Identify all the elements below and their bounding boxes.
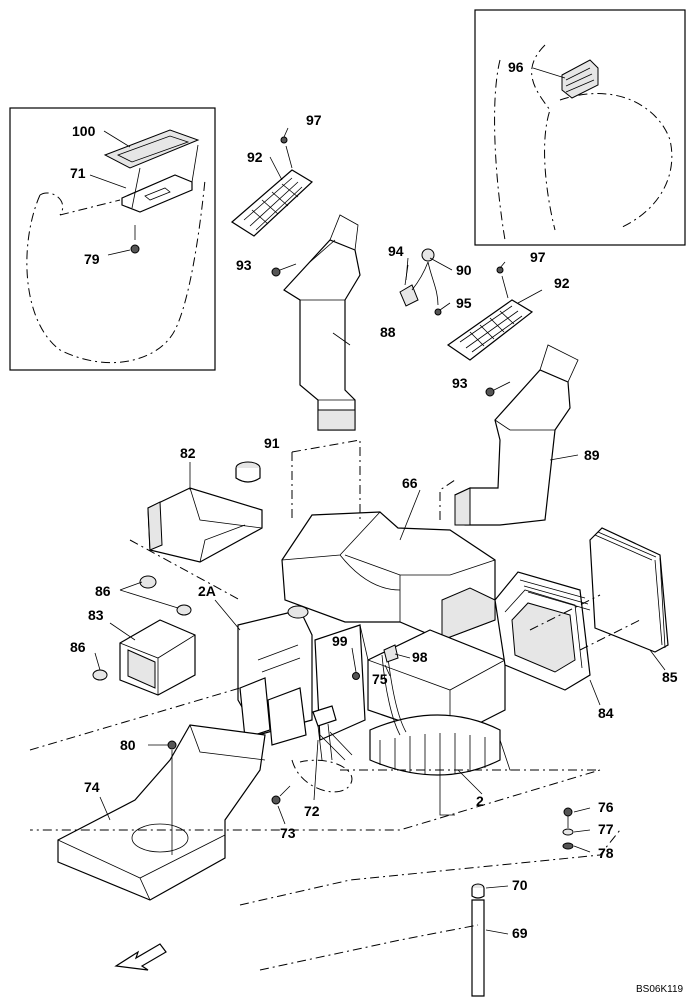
- label-74: 74: [84, 779, 100, 795]
- label-90: 90: [456, 262, 472, 278]
- screw-93-right: [485, 381, 511, 397]
- inset-left: [9, 107, 216, 371]
- label-97-right: 97: [530, 249, 546, 265]
- label-80: 80: [120, 737, 136, 753]
- nut-78: [562, 842, 574, 850]
- label-95: 95: [456, 295, 472, 311]
- main-duct-66: [281, 511, 496, 641]
- harness-94-90-95: [399, 248, 442, 316]
- label-88: 88: [380, 324, 396, 340]
- lamp-96: [561, 59, 599, 99]
- label-2A: 2A: [198, 583, 216, 599]
- screw-73: [271, 785, 291, 805]
- label-100: 100: [72, 123, 96, 139]
- label-73: 73: [280, 825, 296, 841]
- label-83: 83: [88, 607, 104, 623]
- vent-grille-92-left: [230, 136, 313, 237]
- screw-76: [563, 807, 573, 828]
- blower-unit-2: [314, 624, 520, 816]
- duct-82: [147, 487, 263, 563]
- label-66: 66: [402, 475, 418, 491]
- label-91: 91: [264, 435, 280, 451]
- label-92-left: 92: [247, 149, 263, 165]
- label-84: 84: [598, 705, 614, 721]
- label-96: 96: [508, 59, 524, 75]
- vent-grille-92-right: [446, 266, 534, 361]
- label-75: 75: [372, 671, 388, 687]
- label-77: 77: [598, 821, 614, 837]
- label-86-bottom: 86: [70, 639, 86, 655]
- label-85: 85: [662, 669, 678, 685]
- screw-99: [352, 672, 360, 680]
- label-89: 89: [584, 447, 600, 463]
- label-86-top: 86: [95, 583, 111, 599]
- assembly-lines: [29, 439, 641, 971]
- duct-88: [283, 214, 361, 431]
- pipes-72: [312, 705, 353, 761]
- label-2: 2: [476, 793, 484, 809]
- screw-79: [130, 225, 140, 254]
- knob-91: [235, 461, 261, 483]
- duct-89: [454, 344, 579, 526]
- leader-lines: [94, 127, 666, 935]
- label-69: 69: [512, 925, 528, 941]
- lamp-lens-100: [103, 129, 200, 169]
- label-93-right: 93: [452, 375, 468, 391]
- unit-body-2A: [237, 605, 313, 746]
- room-lamp-71: [121, 144, 199, 213]
- label-76: 76: [598, 799, 614, 815]
- label-72: 72: [304, 803, 320, 819]
- label-79: 79: [84, 251, 100, 267]
- label-98: 98: [412, 649, 428, 665]
- label-70: 70: [512, 877, 528, 893]
- drawing-code: BS06K119: [636, 984, 684, 995]
- cap-86-a: [139, 575, 157, 589]
- wire-98: [381, 644, 407, 736]
- front-arrow-icon: [114, 943, 167, 971]
- label-97-top: 97: [306, 112, 322, 128]
- label-99: 99: [332, 633, 348, 649]
- part-labels: 100 71 79 97 92 93 88 94 90 95 97 92 93 …: [70, 59, 684, 995]
- duct-83: [119, 619, 196, 696]
- cap-86-c: [92, 669, 108, 681]
- screw-93-left: [271, 263, 297, 277]
- washer-77: [562, 828, 574, 836]
- label-92-right: 92: [554, 275, 570, 291]
- cap-86-b: [176, 604, 192, 616]
- label-94: 94: [388, 243, 404, 259]
- filter-frame-84: [494, 571, 591, 691]
- screw-80: [167, 740, 177, 855]
- label-82: 82: [180, 445, 196, 461]
- label-71: 71: [70, 165, 86, 181]
- inset-right: [474, 9, 686, 246]
- clamp-70: [471, 883, 485, 899]
- label-78: 78: [598, 845, 614, 861]
- label-93-left: 93: [236, 257, 252, 273]
- floor-duct-74: [57, 724, 266, 901]
- drain-hose-69: [471, 899, 485, 997]
- filter-85: [589, 527, 669, 653]
